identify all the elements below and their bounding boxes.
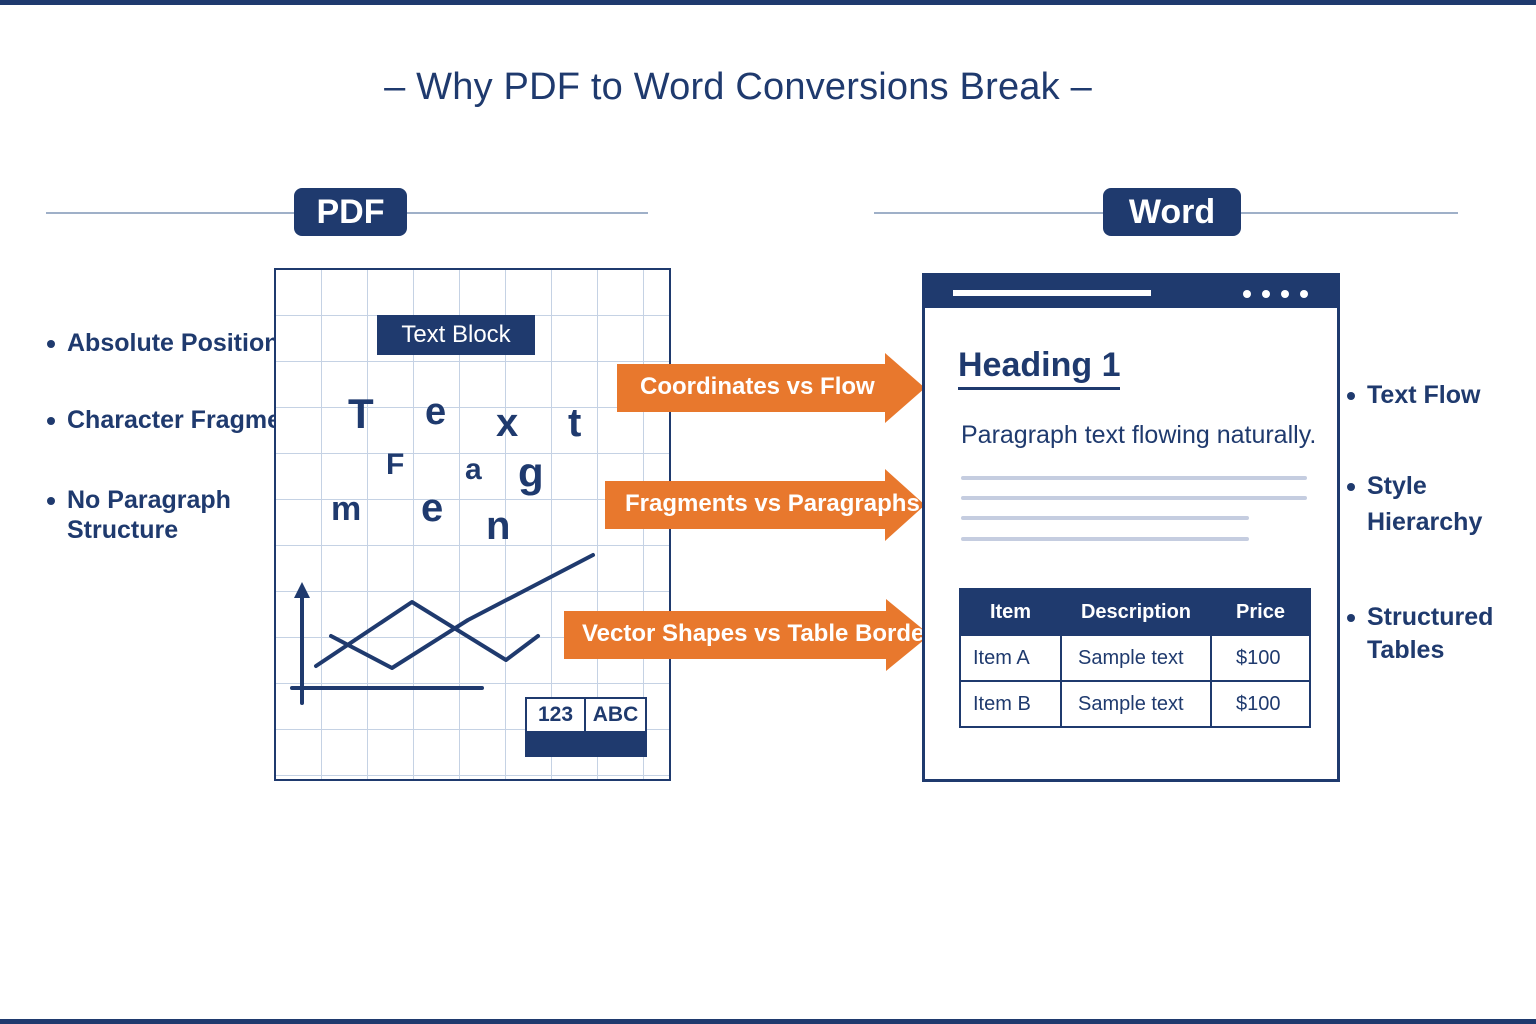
mini-table-cell-abc: ABC bbox=[592, 703, 639, 726]
table-cell: Sample text bbox=[1078, 692, 1184, 715]
word-table: Item Description Price Item A Sample tex… bbox=[959, 588, 1311, 728]
bullet-hierarchy-continuation: Hierarchy bbox=[1367, 508, 1483, 536]
word-badge: Word bbox=[1103, 188, 1241, 236]
pdf-badge: PDF bbox=[294, 188, 407, 236]
mini-table-cell-123: 123 bbox=[537, 703, 574, 726]
bullet-no-paragraph: No Paragraph bbox=[47, 486, 231, 514]
paragraph-line bbox=[961, 516, 1249, 520]
table-cell: Sample text bbox=[1078, 646, 1184, 669]
word-table-header bbox=[961, 590, 1309, 634]
table-row-divider bbox=[961, 680, 1309, 682]
title-bar-line bbox=[953, 290, 1151, 296]
table-cell: Item A bbox=[973, 646, 1030, 669]
arrow-label-coordinates: Coordinates vs Flow bbox=[640, 373, 875, 400]
pdf-mini-table: 123 ABC bbox=[525, 697, 647, 757]
paragraph-line bbox=[961, 537, 1249, 541]
window-dot-icon bbox=[1300, 290, 1308, 298]
fragment-letter: a bbox=[465, 453, 482, 486]
fragment-letter: F bbox=[386, 448, 405, 481]
window-dot-icon bbox=[1262, 290, 1270, 298]
arrow-label-fragments: Fragments vs Paragraphs bbox=[625, 490, 920, 517]
bullet-tables-continuation: Tables bbox=[1367, 636, 1445, 664]
arrow-fragments-vs-paragraphs bbox=[605, 469, 925, 541]
table-cell: $100 bbox=[1236, 692, 1281, 715]
word-paragraph: Paragraph text flowing naturally. bbox=[961, 421, 1317, 449]
chart-line-a bbox=[314, 600, 540, 668]
page-title: – Why PDF to Word Conversions Break – bbox=[384, 66, 1092, 108]
bullet-structure-continuation: Structure bbox=[67, 516, 179, 544]
table-col-divider bbox=[1060, 590, 1062, 726]
fragment-letter: n bbox=[486, 504, 511, 548]
table-header-price: Price bbox=[1236, 600, 1285, 623]
window-dot-icon bbox=[1243, 290, 1251, 298]
bottom-border bbox=[0, 1019, 1536, 1024]
arrow-vector-vs-table bbox=[564, 599, 930, 671]
table-cell: $100 bbox=[1236, 646, 1281, 669]
table-col-divider bbox=[1210, 590, 1212, 726]
side-tick bbox=[1338, 420, 1340, 462]
table-row-divider bbox=[961, 634, 1309, 636]
table-header-item: Item bbox=[989, 600, 1032, 623]
fragment-letter: e bbox=[425, 391, 447, 433]
chart-y-arrowhead bbox=[294, 582, 310, 598]
fragment-letter: x bbox=[496, 401, 519, 445]
mini-table-divider bbox=[584, 699, 586, 755]
fragment-letter: e bbox=[421, 486, 444, 530]
bullet-style: Style bbox=[1347, 472, 1427, 500]
paragraph-line bbox=[961, 496, 1307, 500]
chart-line-b bbox=[329, 553, 595, 670]
side-tick bbox=[1338, 545, 1340, 585]
bullet-structured: Structured bbox=[1346, 603, 1494, 631]
word-heading-1: Heading 1 bbox=[958, 346, 1121, 390]
table-cell: Item B bbox=[973, 692, 1031, 715]
fragment-letter: g bbox=[518, 449, 544, 496]
top-border bbox=[0, 0, 1536, 5]
arrow-label-vector: Vector Shapes vs Table Borders bbox=[582, 620, 948, 647]
window-dot-icon bbox=[1281, 290, 1289, 298]
paragraph-line bbox=[961, 476, 1307, 480]
word-title-bar bbox=[925, 276, 1337, 308]
fragment-letter: m bbox=[331, 490, 362, 528]
word-document-window: Heading 1 Paragraph text flowing natural… bbox=[922, 273, 1340, 782]
bullet-text-flow: Text Flow bbox=[1346, 381, 1481, 409]
mini-table-fill bbox=[527, 731, 645, 755]
text-block-label: Text Block bbox=[377, 315, 535, 355]
arrow-coordinates-vs-flow bbox=[617, 353, 925, 423]
table-header-description: Description bbox=[1080, 600, 1192, 623]
fragment-letter: t bbox=[568, 401, 582, 445]
fragment-letter: T bbox=[348, 390, 374, 437]
